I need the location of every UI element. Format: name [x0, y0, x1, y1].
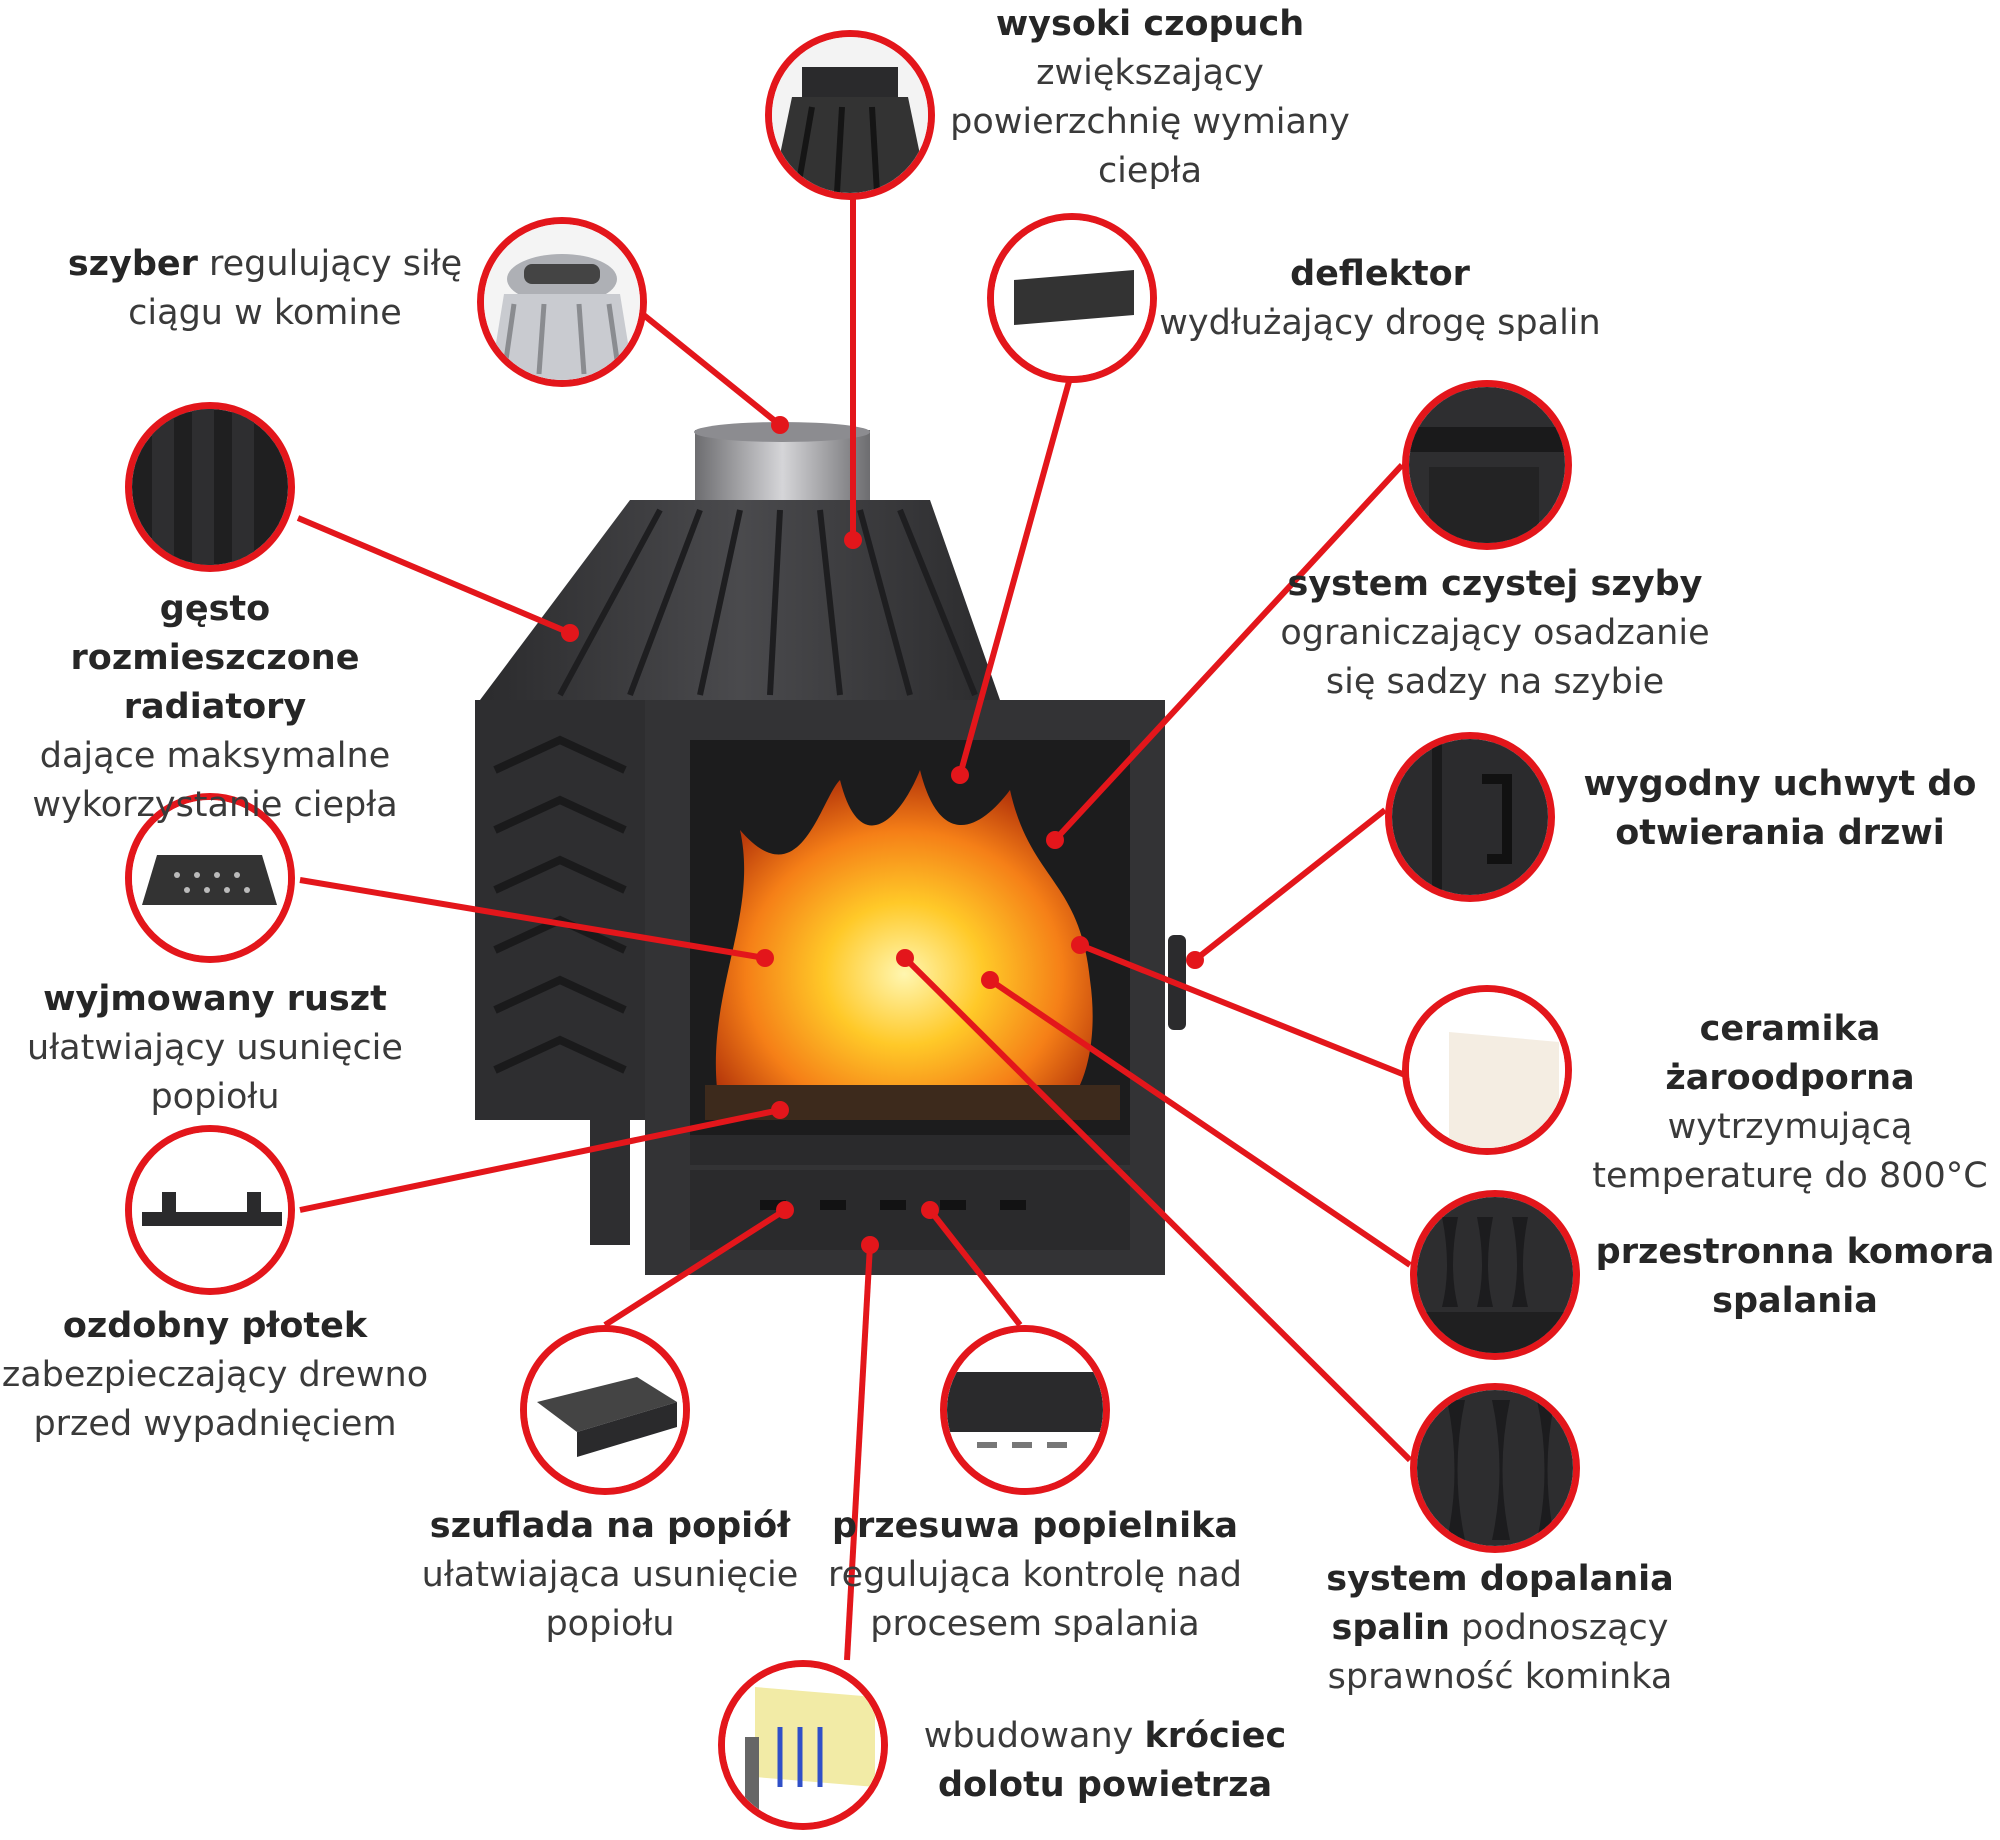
label-grate-line1: ułatwiający usunięcie [27, 1028, 403, 1068]
label-ceramic: ceramika żaroodporna wytrzymującą temper… [1580, 1005, 2000, 1201]
label-damper-title: szyber [67, 244, 198, 284]
ash-pan-front [690, 1170, 1130, 1250]
label-door-handle-title2: otwierania drzwi [1615, 813, 1945, 853]
label-door-handle: wygodny uchwyt do otwierania drzwi [1570, 760, 1990, 858]
detail-circle-afterburn [1410, 1383, 1580, 1553]
label-ceramic-line2: temperaturę do 800°C [1592, 1156, 1988, 1196]
label-ash-slider-title: przesuwa popielnika [831, 1506, 1238, 1546]
fireplace [475, 422, 1186, 1275]
label-door-handle-title1: wygodny uchwyt do [1583, 764, 1977, 804]
label-ash-drawer: szuflada na popiół ułatwiająca usunięcie… [410, 1502, 810, 1649]
label-ash-drawer-title: szuflada na popiół [429, 1506, 791, 1546]
label-chimney-collar-line2: powierzchnię wymiany [950, 102, 1350, 142]
label-deflector-line2: wydłużający drogę spalin [1159, 303, 1601, 343]
detail-circle-air-slider [940, 1325, 1110, 1495]
label-damper-rest: regulujący siłę [197, 244, 463, 284]
label-radiators-line1: dające maksymalne [39, 736, 391, 776]
label-afterburn-rest: podnoszący [1449, 1608, 1669, 1648]
label-air-inlet: wbudowany króciec dolotu powietrza [905, 1712, 1305, 1810]
detail-circle-combustion-chamber [1410, 1190, 1580, 1360]
label-ash-drawer-line2: popiołu [545, 1604, 675, 1644]
label-combustion-chamber: przestronna komora spalania [1590, 1228, 2000, 1326]
label-ash-slider-line2: procesem spalania [870, 1604, 1200, 1644]
label-ash-slider: przesuwa popielnika regulująca kontrolę … [825, 1502, 1245, 1649]
label-grate-title: wyjmowany ruszt [43, 979, 387, 1019]
label-grate: wyjmowany ruszt ułatwiający usunięcie po… [10, 975, 420, 1122]
label-deflector: deflektor wydłużający drogę spalin [1155, 250, 1605, 348]
detail-circle-ash-drawer [520, 1325, 690, 1495]
label-afterburn: system dopalania spalin podnoszący spraw… [1300, 1555, 1700, 1702]
label-chimney-collar-line1: zwiększający [1036, 53, 1264, 93]
label-combustion-chamber-title1: przestronna komora [1595, 1232, 1995, 1272]
label-clean-glass-title: system czystej szyby [1287, 564, 1703, 604]
label-afterburn-title1: system dopalania [1326, 1559, 1674, 1599]
label-chimney-collar: wysoki czopuch zwiększający powierzchnię… [910, 0, 1390, 196]
fire [715, 770, 1093, 1110]
detail-circle-damper [477, 217, 647, 387]
label-damper-line2: ciągu w komine [128, 293, 402, 333]
label-air-inlet-pre: wbudowany [923, 1716, 1145, 1756]
detail-circle-air-inlet [718, 1660, 888, 1830]
detail-circle-grate [125, 793, 295, 963]
label-clean-glass: system czystej szyby ograniczający osadz… [1270, 560, 1720, 707]
label-air-inlet-title2: dolotu powietrza [937, 1765, 1273, 1805]
detail-circle-ceramic [1402, 985, 1572, 1155]
label-clean-glass-line1: ograniczający osadzanie [1280, 613, 1710, 653]
flue-collar [695, 430, 870, 505]
label-damper: szyber regulujący siłę ciągu w komine [60, 240, 470, 338]
label-ceramic-line1: wytrzymującą [1667, 1107, 1913, 1147]
label-afterburn-title2: spalin [1331, 1608, 1450, 1648]
label-radiators-title1: gęsto rozmieszczone [70, 589, 360, 678]
label-chimney-collar-line3: ciepła [1097, 151, 1203, 191]
label-ash-slider-line1: regulująca kontrolę nad [827, 1555, 1243, 1595]
detail-circle-deflector [987, 213, 1157, 383]
label-fence-line2: przed wypadnięciem [33, 1404, 397, 1444]
label-air-inlet-title1: króciec [1144, 1716, 1287, 1756]
label-ceramic-title: ceramika żaroodporna [1665, 1009, 1915, 1098]
label-radiators-line2: wykorzystanie ciepła [32, 785, 398, 825]
label-radiators-title2: radiatory [123, 687, 307, 727]
label-afterburn-line3: sprawność kominka [1327, 1657, 1673, 1697]
label-clean-glass-line2: się sadzy na szybie [1325, 662, 1665, 702]
label-fence-line1: zabezpieczający drewno [1, 1355, 429, 1395]
detail-circle-fence [125, 1125, 295, 1295]
detail-circle-clean-glass [1402, 380, 1572, 550]
label-fence: ozdobny płotek zabezpieczający drewno pr… [0, 1302, 430, 1449]
label-chimney-collar-title: wysoki czopuch [995, 4, 1305, 44]
detail-circle-handle [1385, 732, 1555, 902]
detail-circle-flue [765, 30, 935, 200]
detail-circle-radiators [125, 402, 295, 572]
connector-lines [296, 185, 1413, 1661]
hood [480, 500, 1000, 700]
connector-dots [561, 416, 1204, 1254]
label-radiators: gęsto rozmieszczone radiatory dające mak… [10, 585, 420, 830]
label-deflector-title: deflektor [1290, 254, 1470, 294]
label-grate-line2: popiołu [150, 1077, 280, 1117]
label-fence-title: ozdobny płotek [62, 1306, 368, 1346]
label-combustion-chamber-title2: spalania [1712, 1281, 1878, 1321]
label-ash-drawer-line1: ułatwiająca usunięcie [421, 1555, 799, 1595]
side-panel [475, 700, 645, 1120]
